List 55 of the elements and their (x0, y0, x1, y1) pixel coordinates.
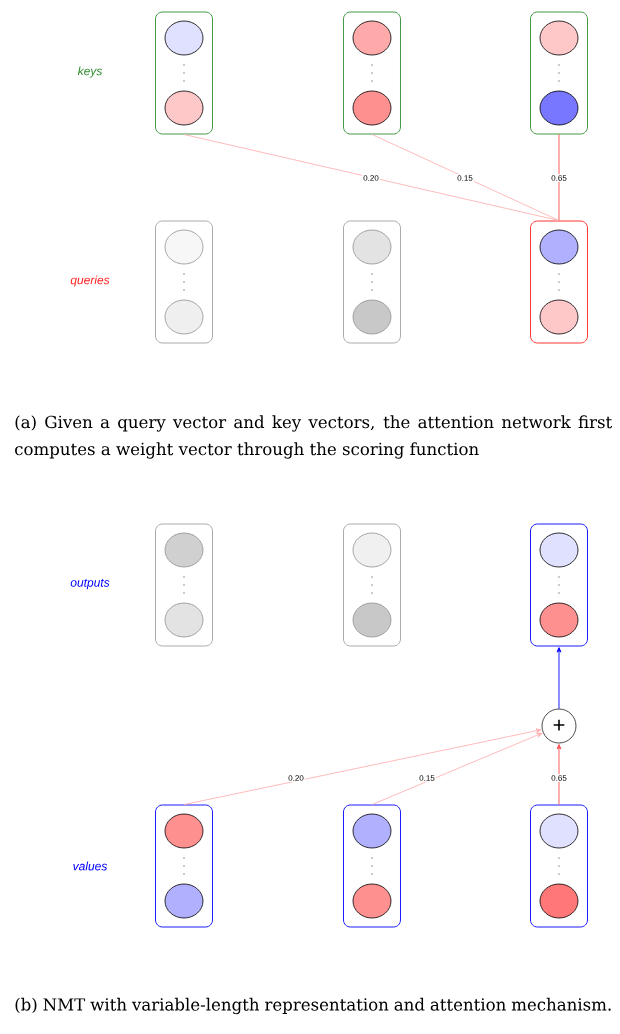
connector (183, 134, 560, 221)
edge-label: 0.20 (362, 174, 380, 182)
edge-label: 0.15 (456, 174, 474, 182)
circle (539, 602, 579, 638)
vector-box (343, 11, 401, 135)
vector-box (530, 220, 588, 344)
vector-box (343, 523, 401, 647)
circle (352, 90, 392, 126)
connector (556, 744, 562, 805)
circle (164, 90, 204, 126)
row-label: values (73, 861, 108, 871)
circle (164, 532, 204, 568)
caption: (b) NMT with variable-length representation and attention mechanism. (15, 997, 611, 1015)
circle (164, 299, 204, 335)
vector-box (343, 220, 401, 344)
circle (164, 229, 204, 265)
vector-box (530, 11, 588, 135)
circle (352, 229, 392, 265)
circle (352, 883, 392, 919)
connector (558, 134, 560, 221)
circle (539, 90, 579, 126)
caption: (a) Given a query vector and key vectors, the attention network first computes a weight vector through the scoring function (15, 415, 613, 459)
connector (183, 728, 542, 805)
circle (539, 20, 579, 56)
circle (539, 883, 579, 919)
circle (352, 813, 392, 849)
connector (371, 732, 543, 805)
circle (352, 20, 392, 56)
circle (164, 813, 204, 849)
circle (164, 20, 204, 56)
vector-box (530, 804, 588, 928)
edge-label: 0.65 (550, 174, 568, 182)
circle (352, 532, 392, 568)
circle (539, 299, 579, 335)
row-label: queries (70, 275, 110, 287)
vector-box (155, 523, 213, 647)
connector (556, 647, 562, 710)
connector (371, 134, 560, 221)
row-label: keys (77, 66, 103, 78)
vector-box (343, 804, 401, 928)
circle (352, 602, 392, 638)
circle (539, 813, 579, 849)
row-label: outputs (70, 578, 110, 590)
edge-label: 0.15 (418, 774, 436, 782)
vector-box (530, 523, 588, 647)
circle (539, 229, 579, 265)
vector-box (155, 220, 213, 344)
vector-box (155, 804, 213, 928)
circle (352, 299, 392, 335)
edge-label: 0.20 (287, 774, 305, 782)
edge-label: 0.65 (550, 774, 568, 782)
vector-box (155, 11, 213, 135)
circle (164, 602, 204, 638)
circle (539, 532, 579, 568)
circle (164, 883, 204, 919)
